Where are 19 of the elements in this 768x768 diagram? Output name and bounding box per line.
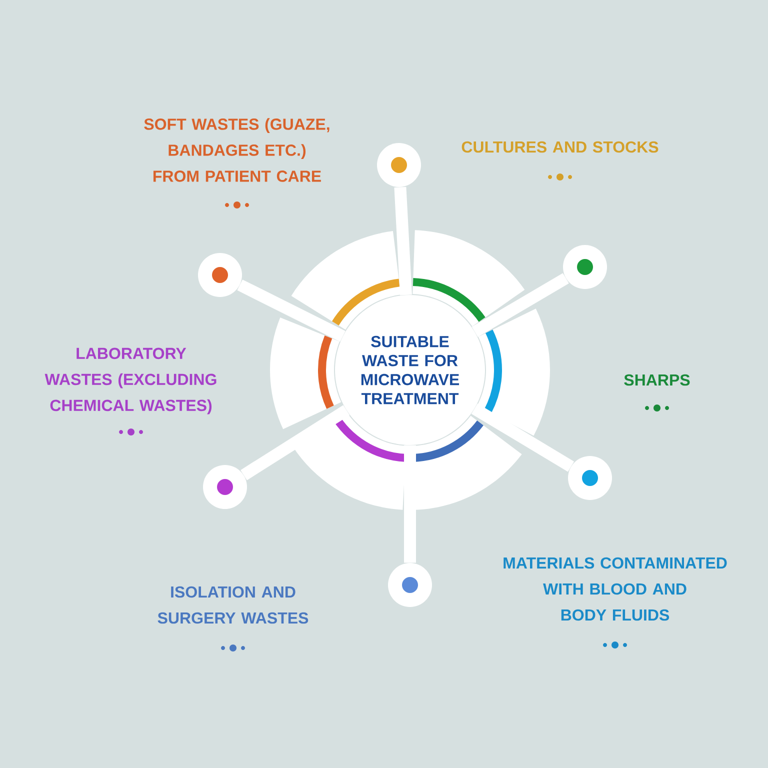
category-label: SHARPS bbox=[624, 374, 690, 386]
connector-dot bbox=[568, 456, 612, 500]
spoke-line bbox=[471, 404, 574, 472]
connector-dot bbox=[198, 253, 242, 297]
category-label: LABORATORY WASTES (EXCLUDING CHEMICAL WASTES) bbox=[44, 348, 216, 414]
category-label: CULTURES AND STOCKS bbox=[462, 141, 658, 153]
spoke-line bbox=[240, 405, 350, 480]
connector-dot bbox=[388, 563, 432, 607]
spoke-line bbox=[237, 280, 346, 342]
category-label: SOFT WASTES (GUAZE, BANDAGES ETC.) FROM PATIENT CARE bbox=[144, 118, 330, 182]
connector-dot bbox=[563, 245, 607, 289]
node-label: SUITABLE WASTE FOR MICROWAVE TREATMENT bbox=[361, 336, 460, 404]
spoke-line bbox=[472, 273, 569, 338]
category-label: MATERIALS CONTAMINATED WITH BLOOD AND BODY FLUIDS bbox=[504, 557, 727, 621]
spoke-line bbox=[404, 445, 416, 563]
connector-dot bbox=[377, 143, 421, 187]
connector-dot bbox=[203, 465, 247, 509]
category-label: ISOLATION AND SURGERY WASTES bbox=[158, 586, 308, 624]
spoke-line bbox=[394, 186, 412, 296]
